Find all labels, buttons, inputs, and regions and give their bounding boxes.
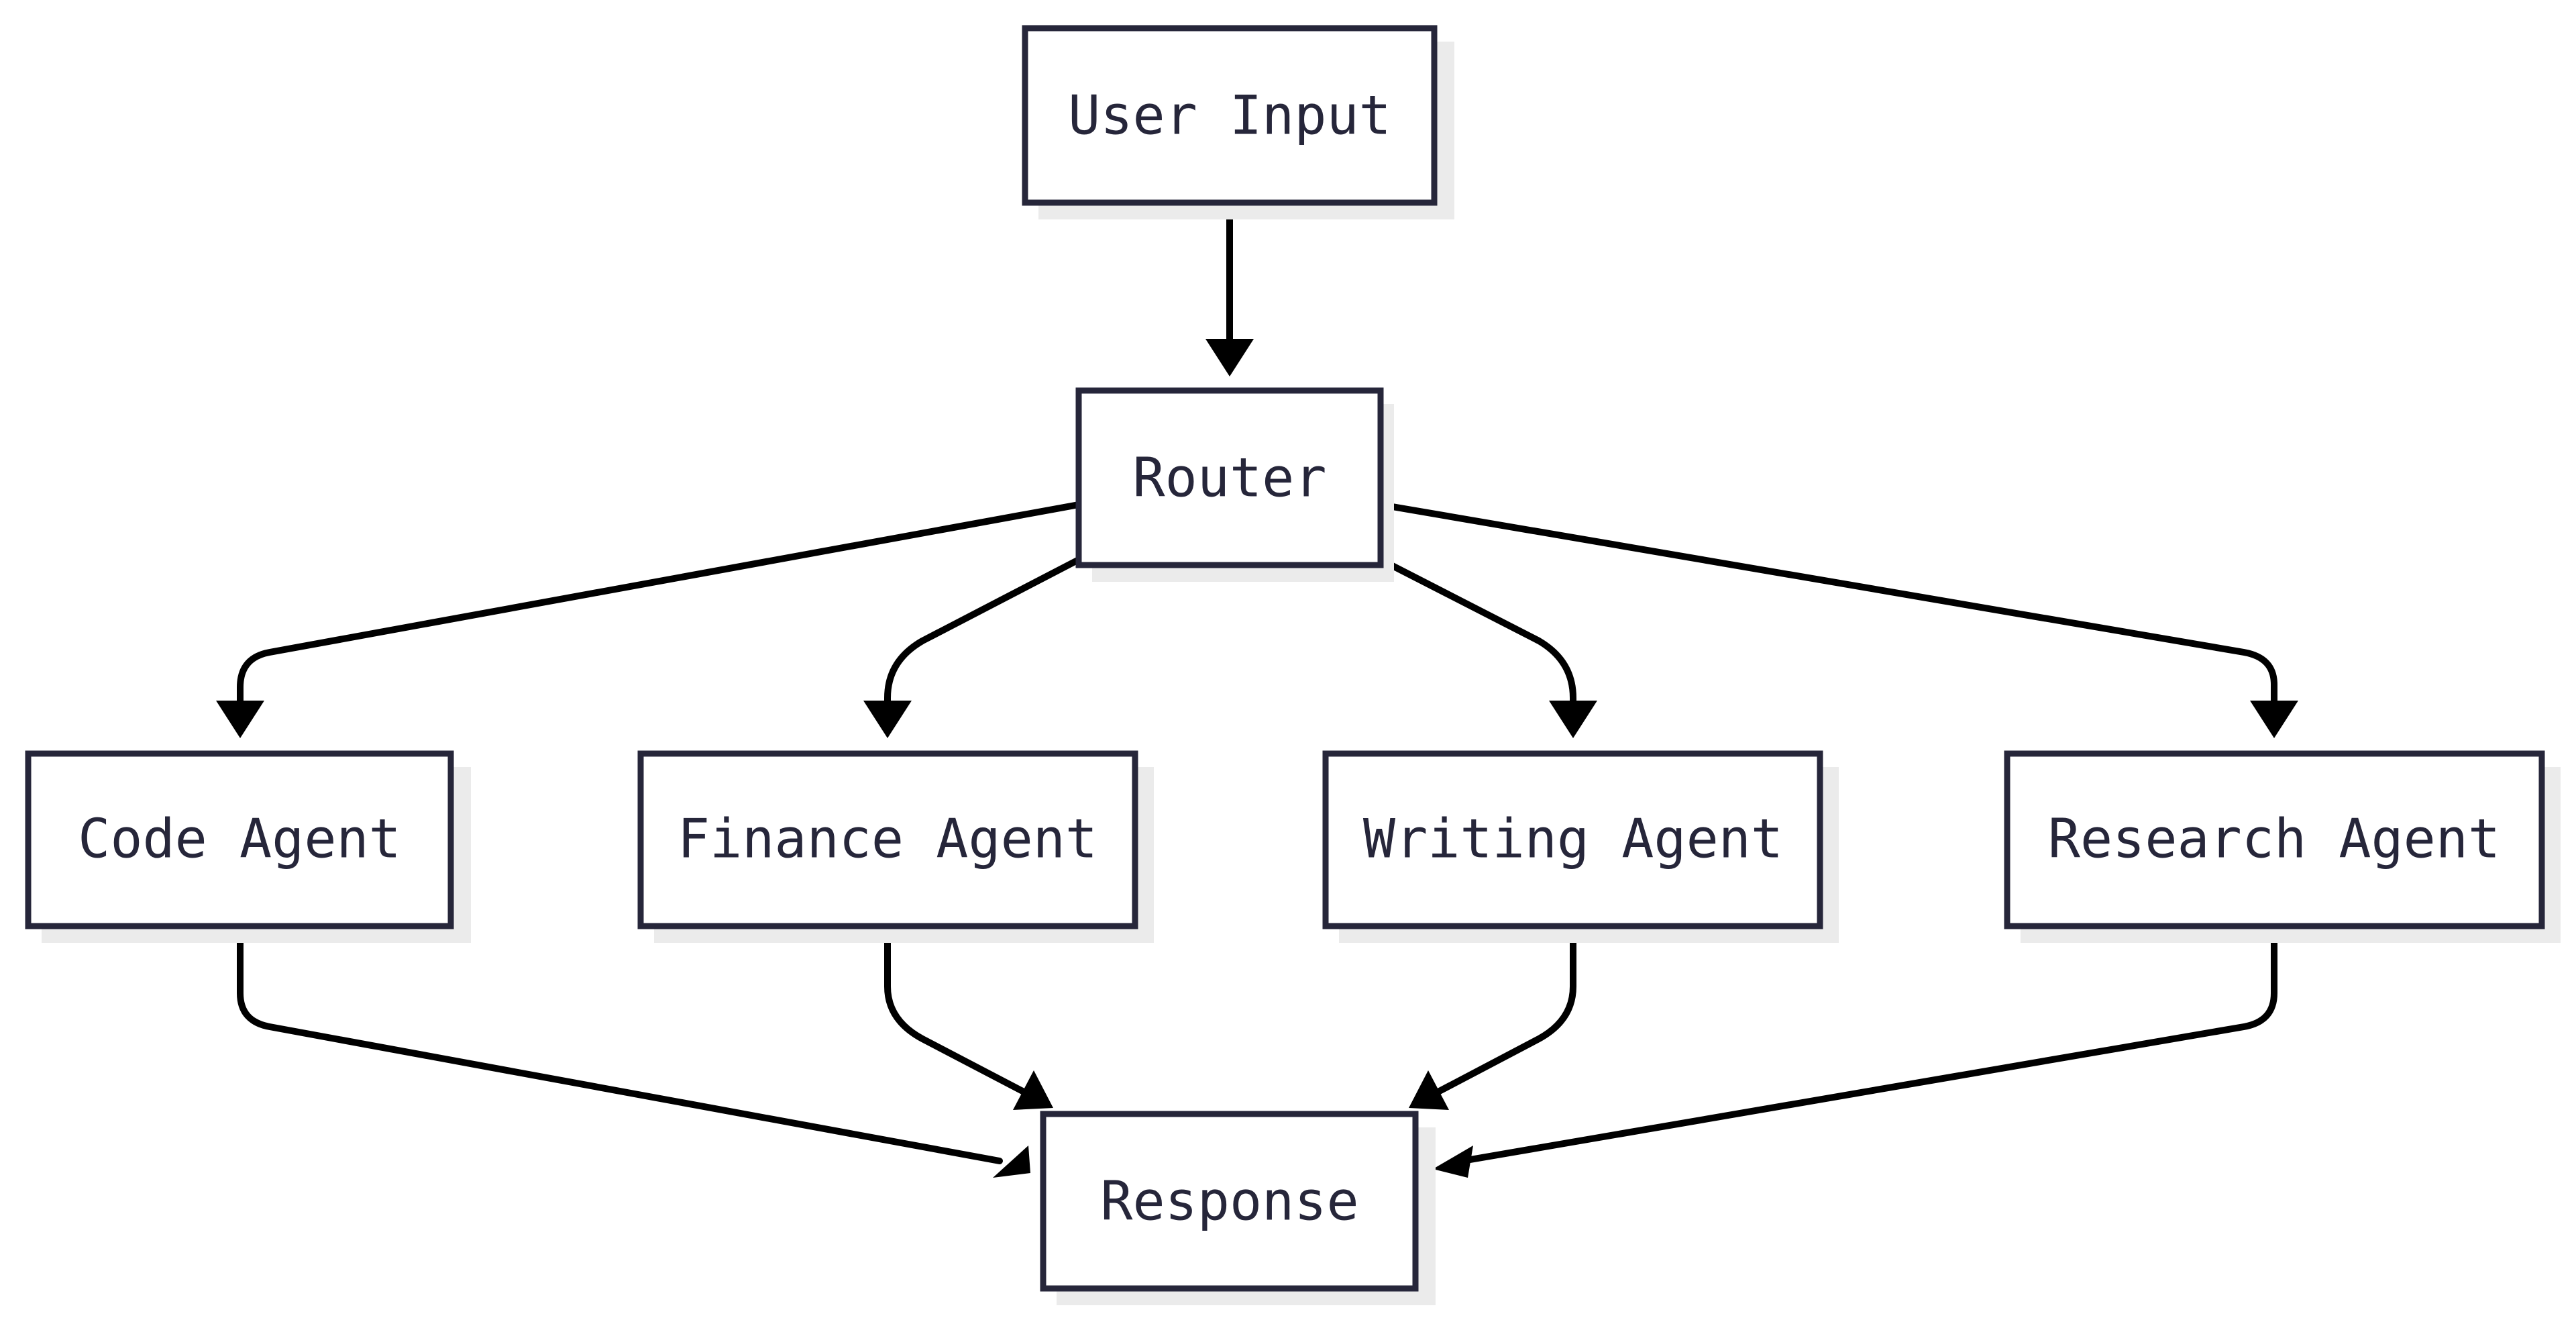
edge-router-to-writing-agent	[1377, 556, 1576, 709]
arrowhead-writing-agent	[1549, 701, 1597, 738]
edge-research-agent-to-response	[1459, 923, 2277, 1164]
arrowhead-response-from-finance	[1013, 1070, 1053, 1110]
edge-writing-agent-to-response	[1431, 923, 1576, 1097]
arrowhead-response-from-research	[1433, 1146, 1473, 1178]
edge-router-to-research-agent	[1377, 501, 2277, 709]
node-user-input-label: User Input	[1068, 85, 1391, 147]
arrowhead-code-agent	[216, 701, 264, 738]
node-writing-agent: Writing Agent	[1322, 750, 1839, 943]
node-code-agent: Code Agent	[25, 750, 471, 943]
arrowhead-research-agent	[2250, 701, 2298, 738]
node-writing-agent-label: Writing Agent	[1363, 808, 1783, 870]
arrowhead-finance-agent	[863, 701, 912, 738]
edge-router-to-code-agent	[237, 501, 1082, 709]
node-finance-agent: Finance Agent	[637, 750, 1154, 943]
arrowhead-response-from-writing	[1409, 1070, 1449, 1110]
node-research-agent-label: Research Agent	[2048, 808, 2500, 870]
node-router-label: Router	[1133, 447, 1327, 509]
edge-code-agent-to-response	[237, 923, 1003, 1164]
arrowhead-router	[1205, 339, 1254, 376]
edge-router-to-finance-agent	[884, 556, 1082, 709]
arrowhead-response-from-code	[993, 1146, 1030, 1178]
node-router: Router	[1075, 387, 1394, 582]
node-research-agent: Research Agent	[2004, 750, 2561, 943]
node-user-input: User Input	[1022, 25, 1454, 219]
arrowheads	[216, 339, 2298, 1178]
node-response-label: Response	[1100, 1170, 1358, 1233]
node-code-agent-label: Code Agent	[78, 808, 401, 870]
edge-finance-agent-to-response	[884, 923, 1031, 1097]
edges	[237, 200, 2277, 1164]
node-response: Response	[1040, 1111, 1436, 1305]
node-finance-agent-label: Finance Agent	[678, 808, 1097, 870]
